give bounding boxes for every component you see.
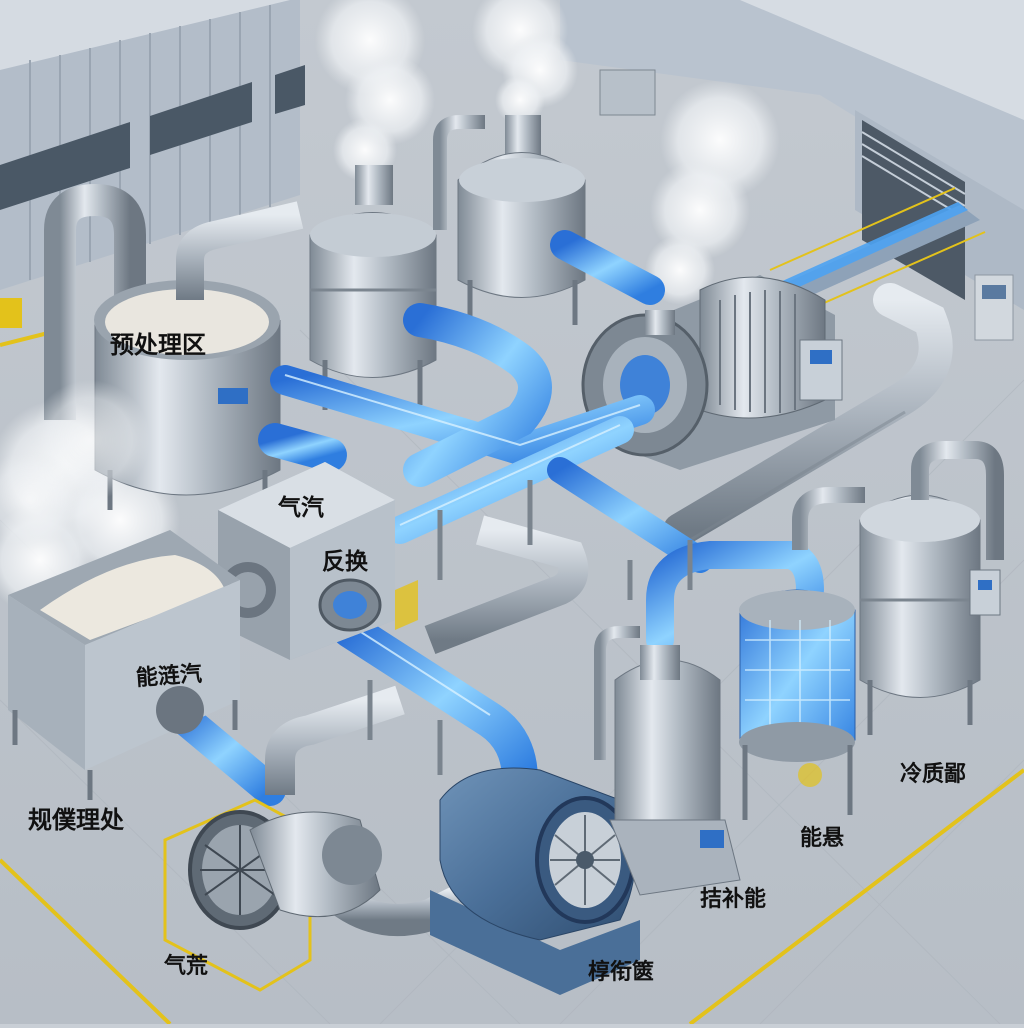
label-pretreatment: 预处理区 xyxy=(110,331,206,359)
fan-blower-icon xyxy=(163,798,382,992)
label-cold-quality: 冷质鄙 xyxy=(900,762,967,787)
label-scale-treatment: 规僕理处 xyxy=(28,806,124,834)
glowing-reactor xyxy=(739,589,856,820)
glowing-pipe-icon xyxy=(550,230,665,305)
small-tank xyxy=(594,626,741,896)
label-energy-hang: 能悬 xyxy=(800,826,845,851)
label-steam-top: 气汽 xyxy=(278,495,324,521)
storage-tank-icon xyxy=(792,441,1004,735)
reactor-tank-2 xyxy=(433,115,586,330)
label-gas: 气荒 xyxy=(164,954,209,979)
label-tech-energy: 拮补能 xyxy=(700,887,767,912)
label-compressor: 椁衔篋 xyxy=(588,960,655,985)
compressor-machine xyxy=(430,767,640,995)
label-energy-steam: 能涟汽 xyxy=(135,661,203,692)
steam-exchanger-box xyxy=(218,462,418,660)
reactor-tank-1 xyxy=(309,165,437,410)
energy-hopper xyxy=(8,530,240,800)
label-steam-bottom: 反换 xyxy=(322,549,368,575)
